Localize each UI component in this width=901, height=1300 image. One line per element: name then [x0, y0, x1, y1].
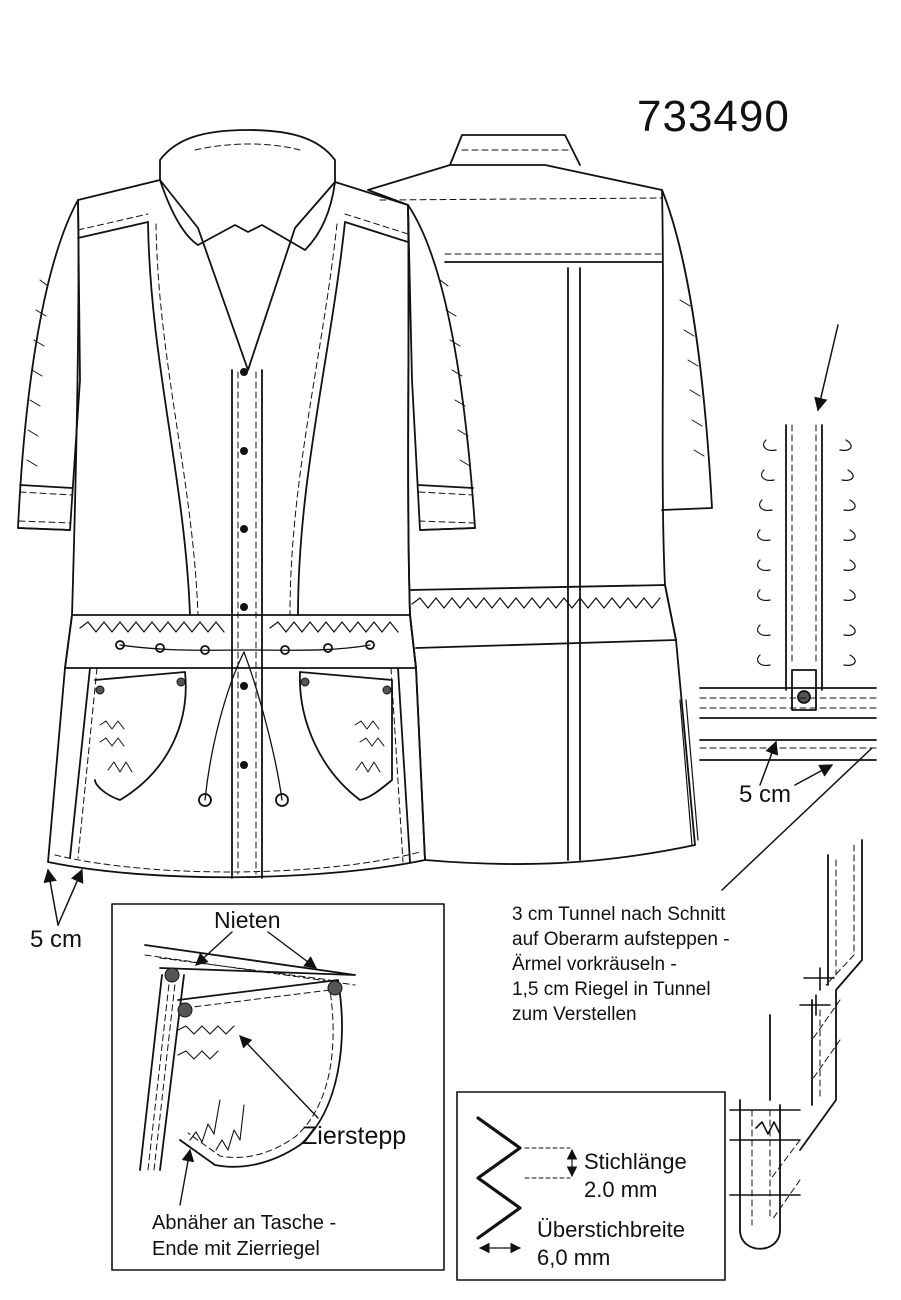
sleeve-tunnel-detail [699, 324, 877, 786]
stitch-length-value: 2.0 mm [584, 1177, 658, 1202]
tunnel-gather-left [757, 439, 777, 666]
front-left-pocket [94, 671, 187, 801]
zigzag-stitch-symbol [476, 1116, 522, 1240]
dart-note: Abnäher an Tasche - Ende mit Zierriegel [152, 1210, 336, 1262]
back-waistband [409, 584, 677, 649]
front-waistband-zigzag [79, 621, 399, 633]
front-eyelets [115, 640, 375, 807]
instruction-note: 3 cm Tunnel nach Schnitt auf Oberarm auf… [512, 902, 802, 1027]
pocket-detail-box [111, 903, 445, 1271]
dart-note-line: Abnäher an Tasche - [152, 1212, 337, 1234]
detail-pocket-zigzag [177, 1025, 245, 1151]
measure-label-right: 5 cm [739, 781, 792, 808]
detail-pocket-stitch [184, 989, 334, 1158]
front-princess-seams [147, 221, 346, 616]
front-body-outline [47, 179, 426, 879]
back-yoke-stitch [379, 197, 663, 255]
left-measure-arrows [43, 868, 84, 926]
stitch-legend-frame [456, 1091, 726, 1281]
instruction-line: auf Oberarm aufsteppen - [512, 929, 730, 950]
front-placket [231, 369, 263, 879]
back-right-sleeve [661, 189, 713, 511]
hem-pointer-arrow-2 [794, 764, 834, 786]
hem-band-lines [699, 687, 877, 761]
dart-arrow [179, 1148, 195, 1206]
back-right-sleeve-gather [679, 299, 705, 457]
detail-pocket [177, 979, 343, 1168]
front-pocket-rivets [95, 677, 392, 695]
front-buttons [240, 368, 248, 769]
detail-waist-stitch [144, 954, 356, 986]
seam-bar-tacks [729, 967, 835, 1196]
front-left-sleeve [17, 199, 81, 531]
detail-rivets [164, 967, 343, 1018]
front-princess-stitch [155, 223, 338, 616]
detail-side-panel [139, 974, 185, 1171]
measure-label-left: 5 cm [30, 926, 83, 953]
front-left-sleeve-gather [26, 279, 49, 467]
instruction-line: zum Verstellen [512, 1004, 637, 1025]
stitch-length-label: Stichlänge [584, 1149, 687, 1174]
tunnel-sides [785, 424, 823, 691]
front-yoke [77, 221, 409, 243]
back-center-seam [567, 267, 581, 861]
front-right-cuff-stitch [418, 491, 475, 524]
dart-note-line: Ende mit Zierriegel [152, 1238, 320, 1260]
front-right-sleeve-gather [439, 279, 471, 467]
detail-side-stitch [147, 974, 177, 1171]
back-view [367, 134, 713, 865]
front-side-panels [69, 667, 411, 863]
front-yoke-stitch [77, 213, 409, 235]
rivets-arrow-2 [267, 931, 318, 969]
decorative-stitch-label: Zierstepp [302, 1122, 407, 1150]
instruction-line: Ärmel vorkräuseln - [512, 954, 677, 975]
back-side-slits [679, 699, 699, 846]
rivets-arrow-1 [195, 931, 233, 966]
tunnel-button [797, 690, 811, 704]
seam-fold-outline [739, 839, 863, 1250]
front-view [17, 129, 476, 879]
overstitch-width-value: 6,0 mm [537, 1245, 611, 1270]
seam-fold-stitch [751, 844, 855, 1226]
front-collar-stand [194, 143, 301, 151]
front-pocket-zigzag [99, 720, 385, 773]
back-body-outline [367, 164, 696, 865]
front-side-panel-stitch [54, 667, 421, 873]
model-number: 733490 [637, 92, 790, 141]
tunnel-stitch [791, 424, 817, 665]
front-left-cuff-stitch [18, 491, 73, 524]
front-collar [159, 129, 336, 251]
pocket-detail-frame [111, 903, 445, 1271]
back-collar [449, 134, 581, 166]
stitch-legend-box [456, 1091, 726, 1281]
hem-pointer-arrow-1 [759, 740, 779, 786]
tunnel-gather-right [839, 439, 856, 666]
instruction-pointer-line [721, 747, 873, 891]
front-left-cuff [17, 484, 73, 531]
overstitch-width: Überstichbreite 6,0 mm [537, 1216, 685, 1272]
front-placket-stitch [237, 371, 257, 875]
rivets-label: Nieten [214, 907, 281, 933]
instruction-line: 1,5 cm Riegel in Tunnel [512, 979, 711, 1000]
front-right-cuff [417, 484, 476, 531]
stitch-length: Stichlänge 2.0 mm [584, 1148, 687, 1204]
instruction-line: 3 cm Tunnel nach Schnitt [512, 904, 726, 925]
front-right-pocket [299, 671, 393, 801]
seam-fold-detail [729, 839, 863, 1250]
overstitch-width-label: Überstichbreite [537, 1217, 685, 1242]
tunnel-tab [791, 669, 817, 711]
zierstepp-arrow [239, 1035, 319, 1119]
tunnel-pointer-arrow [814, 324, 839, 412]
back-waistband-zigzag [411, 597, 661, 609]
stitch-length-dim [524, 1147, 571, 1179]
